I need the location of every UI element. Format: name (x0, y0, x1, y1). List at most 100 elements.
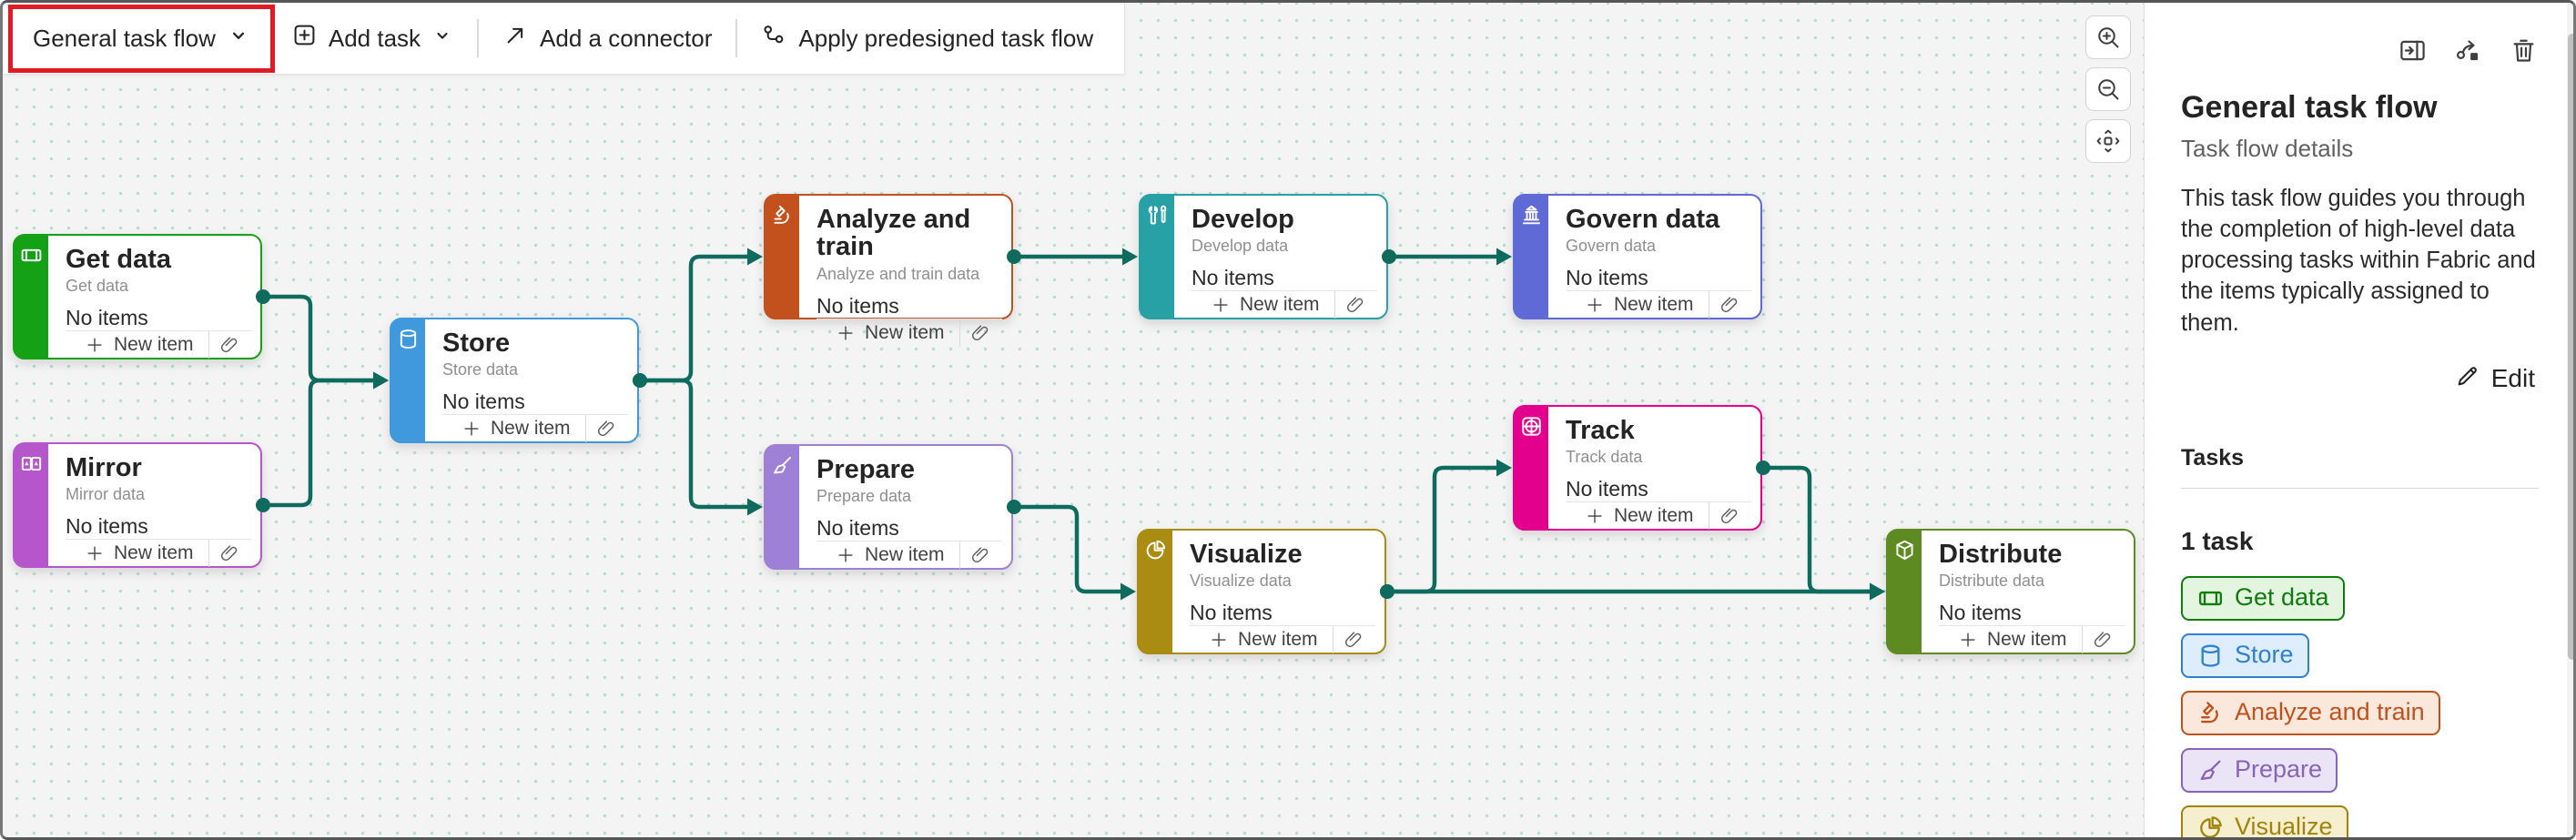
paperclip-icon (1720, 508, 1738, 524)
task-card-footer: New item (1939, 625, 2125, 654)
new-item-button[interactable]: New item (79, 542, 199, 564)
attach-items-button[interactable] (1344, 294, 1377, 316)
new-item-label: New item (1237, 629, 1318, 651)
task-card-footer: New item (1192, 290, 1377, 319)
task-items-status: No items (442, 390, 525, 414)
attach-items-button[interactable] (969, 322, 1002, 344)
zoom-in-button[interactable] (2085, 15, 2131, 59)
task-card-footer: New item (1190, 625, 1375, 654)
new-item-button[interactable]: New item (1579, 505, 1699, 527)
attach-items-button[interactable] (218, 542, 251, 564)
panel-action-icons (2181, 35, 2539, 70)
connector-track-to-distribute[interactable] (1763, 465, 1871, 594)
task-card-footer: New item (1566, 501, 1751, 531)
footer-divider (1334, 291, 1335, 319)
task-items-status: No items (66, 514, 148, 539)
footer-divider (208, 540, 209, 568)
details-panel: General task flow Task flow details This… (2144, 3, 2573, 840)
attach-items-button[interactable] (1719, 294, 1751, 316)
new-item-button[interactable]: New item (79, 334, 199, 356)
waffle-grid-icon (1522, 417, 1541, 436)
task-chip-analyze-and-train[interactable]: Analyze and train (2181, 690, 2440, 735)
plus-icon (838, 326, 853, 340)
toolbar-button-apply-predesigned-task-flow[interactable]: Apply predesigned task flow (748, 13, 1106, 64)
task-subtitle: Mirror data (66, 485, 146, 504)
task-chip-label: Visualize (2235, 813, 2333, 840)
attach-items-button[interactable] (2092, 629, 2125, 651)
connector-prepare-to-visualize[interactable] (1014, 504, 1122, 594)
task-title: Distribute (1939, 540, 2063, 569)
scrollbar-thumb[interactable] (2568, 34, 2573, 660)
task-title: Store (442, 329, 511, 358)
move-task-flow-button[interactable] (2453, 35, 2483, 70)
task-chip-store[interactable]: Store (2181, 633, 2309, 678)
flow-selector-dropdown[interactable]: General task flow (20, 15, 263, 63)
task-items-status: No items (1192, 266, 1274, 290)
connector-visualize-to-track[interactable] (1387, 465, 1498, 594)
task-chip-visualize[interactable]: Visualize (2181, 805, 2348, 840)
paperclip-icon (971, 547, 989, 563)
new-item-button[interactable]: New item (1579, 294, 1699, 316)
attach-items-button[interactable] (1343, 629, 1375, 651)
task-chip-get-data[interactable]: Get data (2181, 575, 2345, 621)
delete-button[interactable] (2509, 35, 2539, 70)
new-item-label: New item (113, 542, 194, 564)
connector-lines (256, 248, 1885, 601)
connector-mirror-to-store[interactable] (263, 378, 375, 508)
task-title: Analyze and train (816, 205, 971, 262)
new-item-button[interactable]: New item (830, 544, 950, 566)
toolbar-button-label: Add a connector (540, 24, 713, 52)
connector-arrowhead (1121, 582, 1136, 601)
new-item-button[interactable]: New item (1205, 294, 1325, 316)
task-title: Track (1566, 416, 1635, 445)
connector-store-to-analyze[interactable] (640, 254, 749, 383)
task-title: Govern data (1566, 205, 1720, 234)
connector-arrowhead (1122, 248, 1138, 266)
attach-items-button[interactable] (1719, 505, 1751, 527)
database-icon (400, 329, 417, 349)
footer-divider (958, 319, 960, 347)
attach-items-button[interactable] (218, 334, 251, 356)
trash-icon (2513, 39, 2534, 62)
task-items-status: No items (1566, 266, 1648, 290)
broom-icon (2200, 760, 2221, 780)
new-item-button[interactable]: New item (1952, 629, 2073, 651)
open-pane-button[interactable] (2398, 35, 2428, 70)
new-item-button[interactable]: New item (830, 322, 950, 344)
new-item-label: New item (490, 418, 571, 440)
fit-screen-icon (2096, 129, 2120, 153)
toolbar-button-add-task[interactable]: Add task (279, 13, 466, 64)
connector-store-to-prepare[interactable] (640, 378, 749, 510)
new-item-button[interactable]: New item (1203, 629, 1323, 651)
connector-arrowhead (1496, 459, 1512, 477)
toolbar-button-add-a-connector[interactable]: Add a connector (490, 13, 725, 64)
task-chip-prepare[interactable]: Prepare (2181, 747, 2338, 793)
flow-selector-label: General task flow (33, 24, 216, 52)
connector-get-data-to-store[interactable] (263, 294, 375, 383)
box-icon (1896, 540, 1913, 561)
zoom-out-button[interactable] (2085, 67, 2131, 111)
fit-to-screen-button[interactable] (2085, 119, 2131, 163)
attach-items-button[interactable] (595, 418, 628, 440)
attach-items-button[interactable] (969, 544, 1002, 566)
connector-arrowhead (373, 371, 389, 390)
new-item-label: New item (1613, 505, 1694, 527)
edit-button[interactable]: Edit (2181, 362, 2535, 396)
paperclip-icon (597, 420, 614, 437)
footer-divider (958, 541, 960, 570)
new-item-button[interactable]: New item (456, 418, 576, 440)
